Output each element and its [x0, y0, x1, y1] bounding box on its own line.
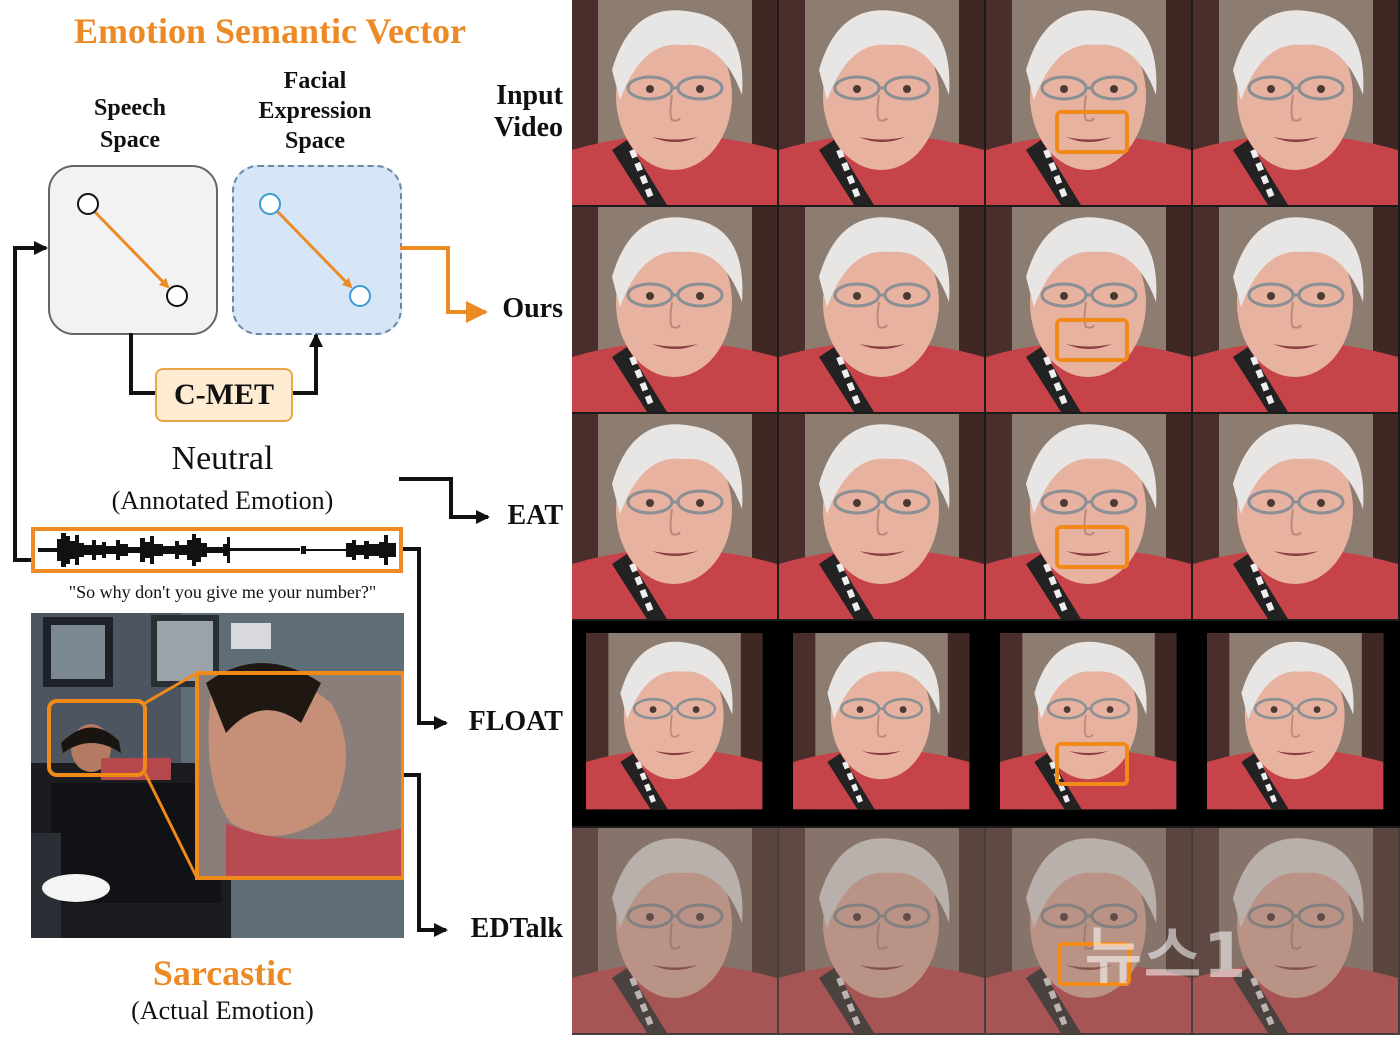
row-label-input: Input	[496, 80, 563, 111]
audio-to-speech-arrow	[13, 241, 48, 562]
mouth-highlight-float	[1055, 742, 1129, 786]
audio-to-float-arrow	[403, 547, 448, 730]
scene-to-edtalk-arrow	[404, 773, 448, 937]
mouth-highlight-ours	[1055, 318, 1129, 362]
row-label-input-video: Input Video	[413, 80, 563, 144]
row-label-edtalk: EDTalk	[470, 913, 563, 944]
row-label-eat: EAT	[507, 500, 564, 531]
audio-waveform-box	[31, 527, 403, 573]
face-end-point	[349, 285, 371, 307]
neutral-to-eat-arrow	[399, 477, 490, 524]
transcript-text: "So why don't you give me your number?"	[68, 582, 377, 602]
speech-space-label: Speech Space	[50, 92, 210, 156]
facial-space-label-line2: Expression	[258, 98, 372, 124]
movie-scene-illustration	[31, 613, 404, 938]
annotated-emotion-caption: (Annotated Emotion)	[111, 486, 334, 515]
cmet-module: C-MET	[155, 368, 293, 422]
cmet-to-face-arrow	[289, 333, 323, 395]
face-start-point	[259, 193, 281, 215]
face-vector-arrow	[274, 208, 353, 289]
facial-space-label-line1: Facial	[283, 68, 347, 94]
speech-space-label-line1: Speech	[94, 95, 166, 121]
video-frame-grid	[572, 0, 1400, 1035]
face-to-ours-arrow	[400, 246, 488, 323]
row-label-video: Video	[494, 112, 563, 143]
audio-waveform	[38, 533, 396, 567]
face-frames	[572, 0, 1400, 1035]
facial-space-label-line3: Space	[285, 128, 345, 154]
actual-emotion-caption: (Actual Emotion)	[131, 996, 314, 1025]
diagram-connectors	[13, 193, 490, 937]
row-label-float: FLOAT	[468, 706, 563, 737]
speech-to-cmet-line	[129, 333, 155, 395]
facial-space-label: Facial Expression Space	[225, 66, 405, 156]
actual-emotion-label: Sarcastic	[152, 953, 293, 993]
row-label-ours: Ours	[502, 293, 563, 324]
speech-start-point	[77, 193, 99, 215]
annotated-emotion-label: Neutral	[171, 440, 274, 477]
figure-title: Emotion Semantic Vector	[74, 11, 466, 51]
speech-vector-arrow	[91, 208, 170, 289]
mouth-highlight-input	[1055, 110, 1129, 154]
speech-end-point	[166, 285, 188, 307]
news-watermark: 뉴스1	[1085, 919, 1249, 992]
movie-scene-image	[31, 613, 404, 938]
mouth-highlight-edtalk	[1057, 942, 1131, 986]
speech-space-label-line2: Space	[100, 127, 160, 153]
mouth-highlight-eat	[1055, 525, 1129, 569]
